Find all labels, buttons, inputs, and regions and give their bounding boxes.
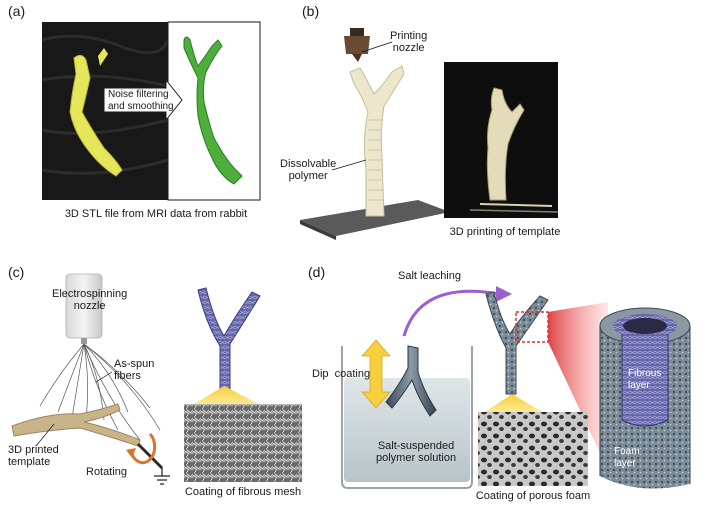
green-vessel-model [167,21,261,201]
caption-b: 3D printing of template [449,226,561,238]
printed-template-label: 3D printed template [8,444,59,468]
zoom-beam-red [548,302,608,470]
solution-label: Salt-suspended polymer solution [376,440,457,464]
salt-leaching-arrow [402,286,512,337]
printing-nozzle [344,28,370,62]
caption-c: Coating of fibrous mesh [184,486,302,498]
printing-nozzle-label: Printing nozzle [390,30,428,54]
foam-coated-scaffold [485,291,549,395]
noise-filtering-arrow [103,78,183,122]
ground-symbol [154,468,170,485]
salt-leaching-label: Salt leaching [398,270,461,282]
rotation-arrow-icon [126,432,157,465]
as-spun-fibers-label: As-spun fibers [114,358,155,382]
panel-label-a: (a) [8,3,26,19]
caption-a: 3D STL file from MRI data from rabbit [64,208,248,220]
dissolvable-polymer-label: Dissolvable polymer [280,158,337,182]
template-leader-line [35,423,55,447]
noise-filtering-label: Noise filtering and smoothing [108,89,174,112]
printed-template-rod [11,403,141,447]
dip-coating-arrow [361,339,391,409]
polymer-leader-line [331,159,367,171]
panel-label-b: (b) [302,3,320,19]
dip-coating-label: Dip coating [312,368,371,380]
fibrous-mesh-sem-image [184,404,302,482]
cross-section-render [599,307,691,489]
dipped-scaffold [385,345,437,417]
porous-foam-sem-image [478,412,588,486]
foam-layer-label: Foam layer [614,446,640,469]
rotating-shaft [136,442,164,470]
printer-build-plate [300,200,450,240]
electrospinning-nozzle-label: Electrospinning nozzle [52,288,128,312]
nozzle-leader-line [361,41,393,53]
template-photo [444,62,559,218]
electrospinning-nozzle [65,273,103,344]
rotating-label: Rotating [86,466,127,478]
panel-label-d: (d) [308,264,326,280]
panel-label-c: (c) [8,264,25,280]
printed-template-render [349,65,405,217]
mesh-coated-scaffold [197,287,261,391]
as-spun-fibers [39,343,161,441]
fibrous-layer-label: Fibrous layer [628,368,662,391]
fibers-leader-line [95,371,113,383]
caption-d: Coating of porous foam [475,490,591,502]
